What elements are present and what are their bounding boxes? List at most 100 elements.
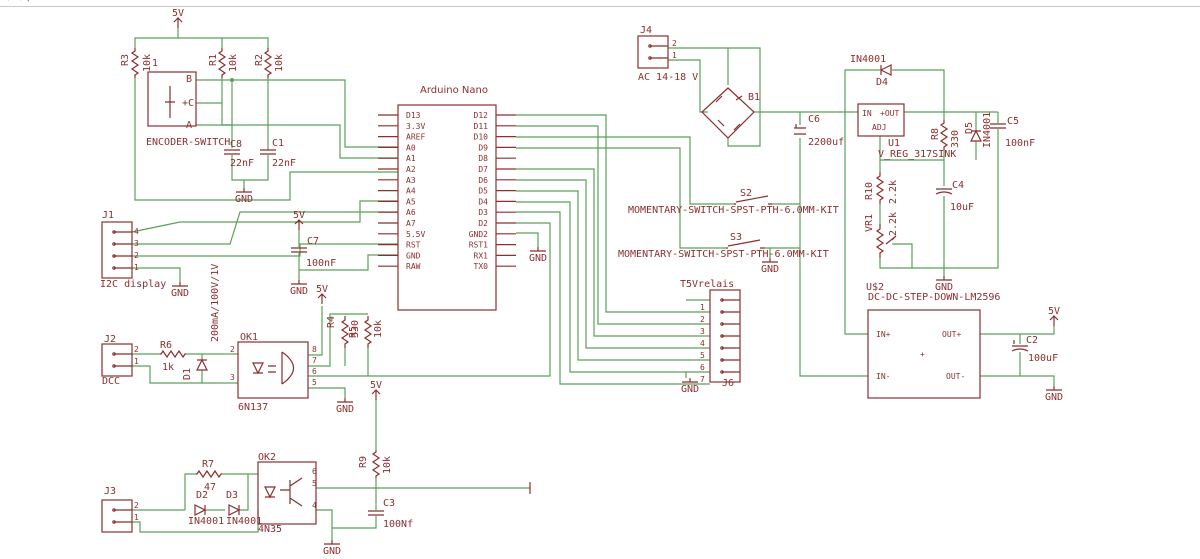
b1-bridge — [701, 87, 755, 139]
r4-resistor — [340, 316, 350, 348]
encoder-switch-symbol — [165, 86, 175, 118]
j1-pin-2: 2 — [134, 251, 139, 260]
gnd-label: GND — [323, 546, 341, 557]
wire — [132, 211, 398, 245]
j3-connector-pin-dot — [112, 520, 116, 524]
wire — [308, 387, 346, 398]
j6-pin-6: 6 — [700, 363, 705, 372]
ok1-pin-8: 8 — [312, 345, 317, 354]
d4-value: IN4001 — [850, 54, 886, 65]
ok1-gate — [281, 351, 295, 385]
r8-resistor — [939, 120, 949, 150]
u1-name: U1 — [888, 138, 900, 149]
gnd-switch — [762, 258, 778, 263]
d5-name: D5 — [964, 122, 975, 134]
u2-pin-in-plus: IN+ — [876, 330, 891, 339]
wire — [516, 201, 710, 373]
wire — [516, 190, 710, 361]
j6-pin-3: 3 — [700, 327, 705, 336]
j3-name: J3 — [104, 486, 116, 497]
c1-name: C1 — [272, 138, 284, 149]
r10-resistor — [875, 172, 885, 204]
r7-value: 47 — [204, 482, 216, 493]
vcc-label: 5V — [1048, 306, 1060, 317]
d4-name: D4 — [876, 77, 888, 88]
arduino-pin-d2: D2 — [478, 219, 488, 228]
d2-name: D2 — [196, 490, 208, 501]
wire — [316, 509, 333, 540]
ok2-transistor — [280, 477, 303, 507]
encoder-pin-1: 1 — [152, 58, 158, 69]
wire — [516, 232, 539, 247]
ok1-led — [252, 362, 264, 375]
wire — [516, 136, 736, 205]
vr1-wiper — [885, 235, 897, 245]
ok1-pin-2: 2 — [230, 345, 235, 354]
wire — [184, 473, 196, 510]
j1-name: J1 — [102, 210, 114, 221]
wire — [132, 365, 202, 384]
c8-capacitor — [224, 149, 240, 155]
gnd-label: GND — [1045, 392, 1063, 403]
wire — [516, 211, 710, 385]
ok1-pin-5: 5 — [312, 378, 317, 387]
wire — [892, 69, 945, 112]
j4-connector-body — [637, 35, 669, 69]
d4-diode — [879, 64, 892, 76]
wire — [131, 200, 398, 233]
arduino-pin-a2: A2 — [406, 165, 416, 174]
wire — [221, 103, 232, 126]
wire — [132, 510, 259, 533]
b1-name: B1 — [748, 92, 760, 103]
gnd-psu — [936, 276, 952, 281]
u1-pin-out: +OUT — [880, 109, 899, 118]
encoder-pin-a: A — [186, 120, 192, 131]
j6-pin-4: 4 — [700, 339, 705, 348]
vcc-label: 5V — [370, 380, 382, 391]
arduino-pin-rst1: RST1 — [469, 241, 488, 250]
gnd-j1 — [172, 282, 188, 287]
d5-value: IN4001 — [982, 112, 993, 148]
wire — [222, 37, 269, 48]
u2-pin-out-plus: OUT+ — [942, 330, 961, 339]
c3-capacitor — [368, 510, 384, 516]
s3-name: S3 — [730, 232, 742, 243]
j6-name: J6 — [722, 378, 734, 389]
u2-pin-in-minus: IN- — [876, 372, 890, 381]
r1-value: 10k — [228, 54, 239, 72]
arduino-pin-rst: RST — [406, 241, 421, 250]
wires — [131, 28, 1055, 540]
wire — [332, 516, 377, 529]
c5-name: C5 — [1007, 116, 1019, 127]
j2-connector-body — [101, 343, 133, 377]
gnd-label: GND — [935, 282, 953, 293]
j6-connector-pin-dot — [720, 310, 724, 314]
u2-name: U$2 — [866, 282, 884, 293]
b1-diodes — [715, 95, 743, 131]
j6-connector-pin-dot — [720, 370, 724, 374]
window-top-bar: (...) | — [0, 0, 1200, 7]
arduino-pin-d12: D12 — [474, 111, 489, 120]
r5-value: 10k — [373, 320, 384, 338]
j6-connector-pin-dot — [720, 298, 724, 302]
ok2-value: 4N35 — [258, 524, 282, 535]
u1-body — [857, 103, 905, 137]
gnd-label: GND — [761, 264, 779, 275]
d2-diode — [194, 504, 207, 516]
c7-value: 100nF — [306, 258, 336, 269]
c3-name: C3 — [383, 498, 395, 509]
vcc-out — [1049, 315, 1059, 326]
gnd-encoder — [236, 188, 252, 193]
j4-label: AC 14-18 V — [638, 72, 698, 83]
vcc-c7 — [294, 219, 304, 230]
d3-value: IN4001 — [226, 516, 262, 527]
wire — [134, 78, 398, 201]
s3-value: MOMENTARY-SWITCH-SPST-PTH-6.0MM-KIT — [618, 249, 829, 260]
j6-connector-pin-dot — [720, 322, 724, 326]
arduino-pin-gnd: GND — [406, 251, 421, 260]
c6-name: C6 — [808, 114, 820, 125]
wire — [912, 129, 999, 269]
ok2-pin-4: 4 — [312, 501, 317, 510]
j2-name: J2 — [104, 334, 116, 345]
